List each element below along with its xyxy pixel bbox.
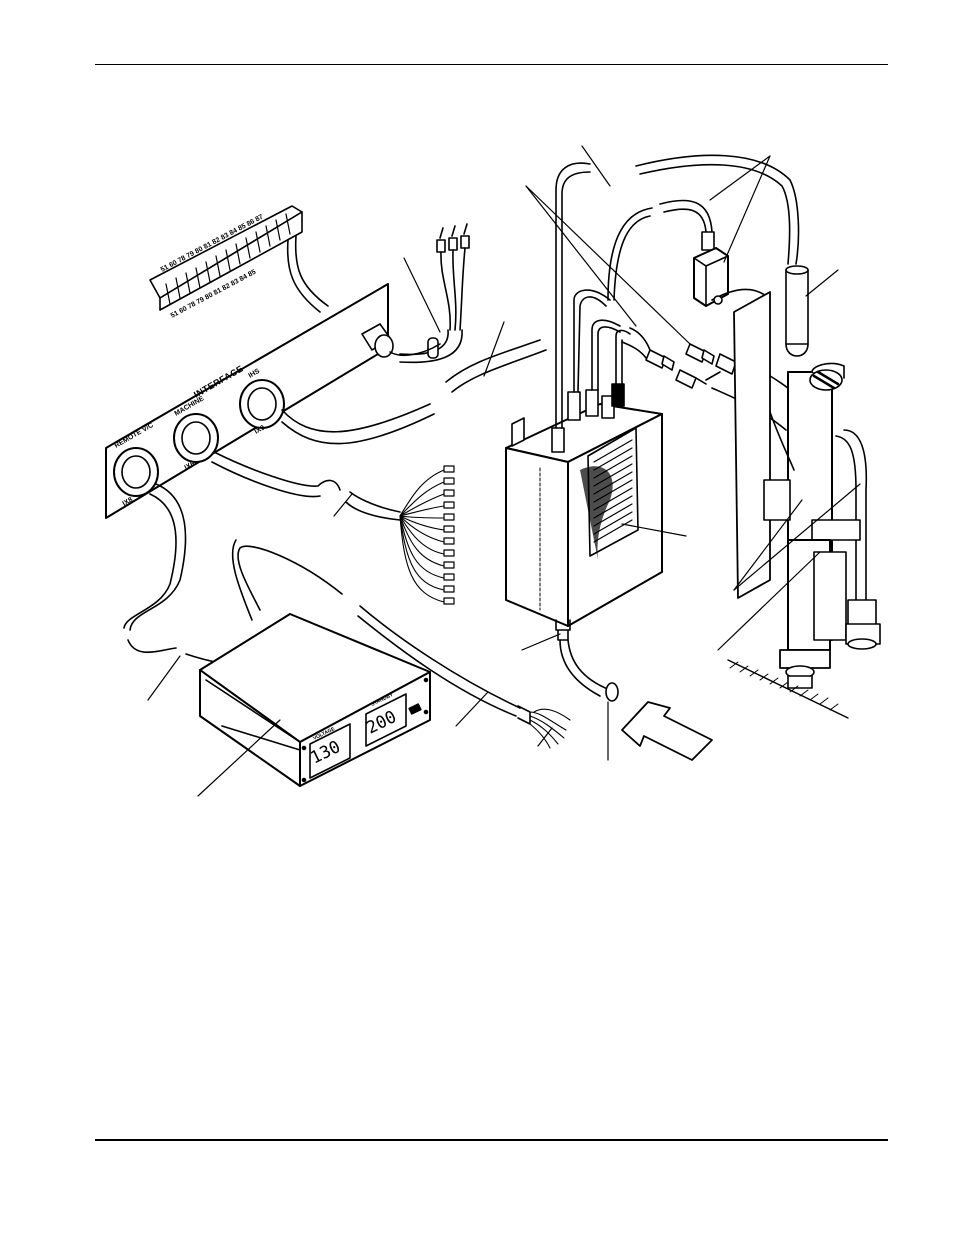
interface-panel: INTERFACE REMOTE V/C IX8 MACHINE IX6 IHS… bbox=[105, 283, 441, 519]
box-top-fittings bbox=[551, 162, 631, 453]
junction-box bbox=[505, 403, 663, 702]
strip-bottom-numbers: 51 60 78 79 80 81 82 83 84 85 bbox=[170, 269, 258, 320]
svg-text:IX6: IX6 bbox=[184, 460, 197, 471]
terminal-strip: 51 60 78 79 80 81 82 83 84 85 86 87 51 6… bbox=[149, 205, 329, 320]
control-unit: 130 VOLTAGE 200 STANDBY bbox=[199, 613, 431, 787]
footer-rule bbox=[95, 1139, 888, 1141]
plug-cable bbox=[399, 223, 470, 364]
panel-cables bbox=[123, 339, 547, 666]
wire-harness bbox=[399, 465, 455, 605]
strip-top-numbers: 51 60 78 79 80 81 82 83 84 85 86 87 bbox=[160, 214, 265, 274]
connector-ihs: IHS IX9 bbox=[239, 368, 285, 436]
connector-machine: MACHINE IX6 bbox=[173, 395, 219, 472]
callout-leaders bbox=[147, 145, 861, 797]
overhead-cables bbox=[607, 154, 800, 307]
torch-assembly bbox=[727, 265, 881, 719]
svg-text:IX9: IX9 bbox=[254, 424, 267, 435]
voltage-display: 130 VOLTAGE bbox=[307, 723, 351, 779]
direction-arrow bbox=[621, 701, 713, 761]
output-cable bbox=[231, 539, 571, 749]
svg-text:IX8: IX8 bbox=[122, 496, 135, 507]
header-rule bbox=[95, 64, 888, 65]
panel-plug-connector bbox=[361, 323, 441, 358]
